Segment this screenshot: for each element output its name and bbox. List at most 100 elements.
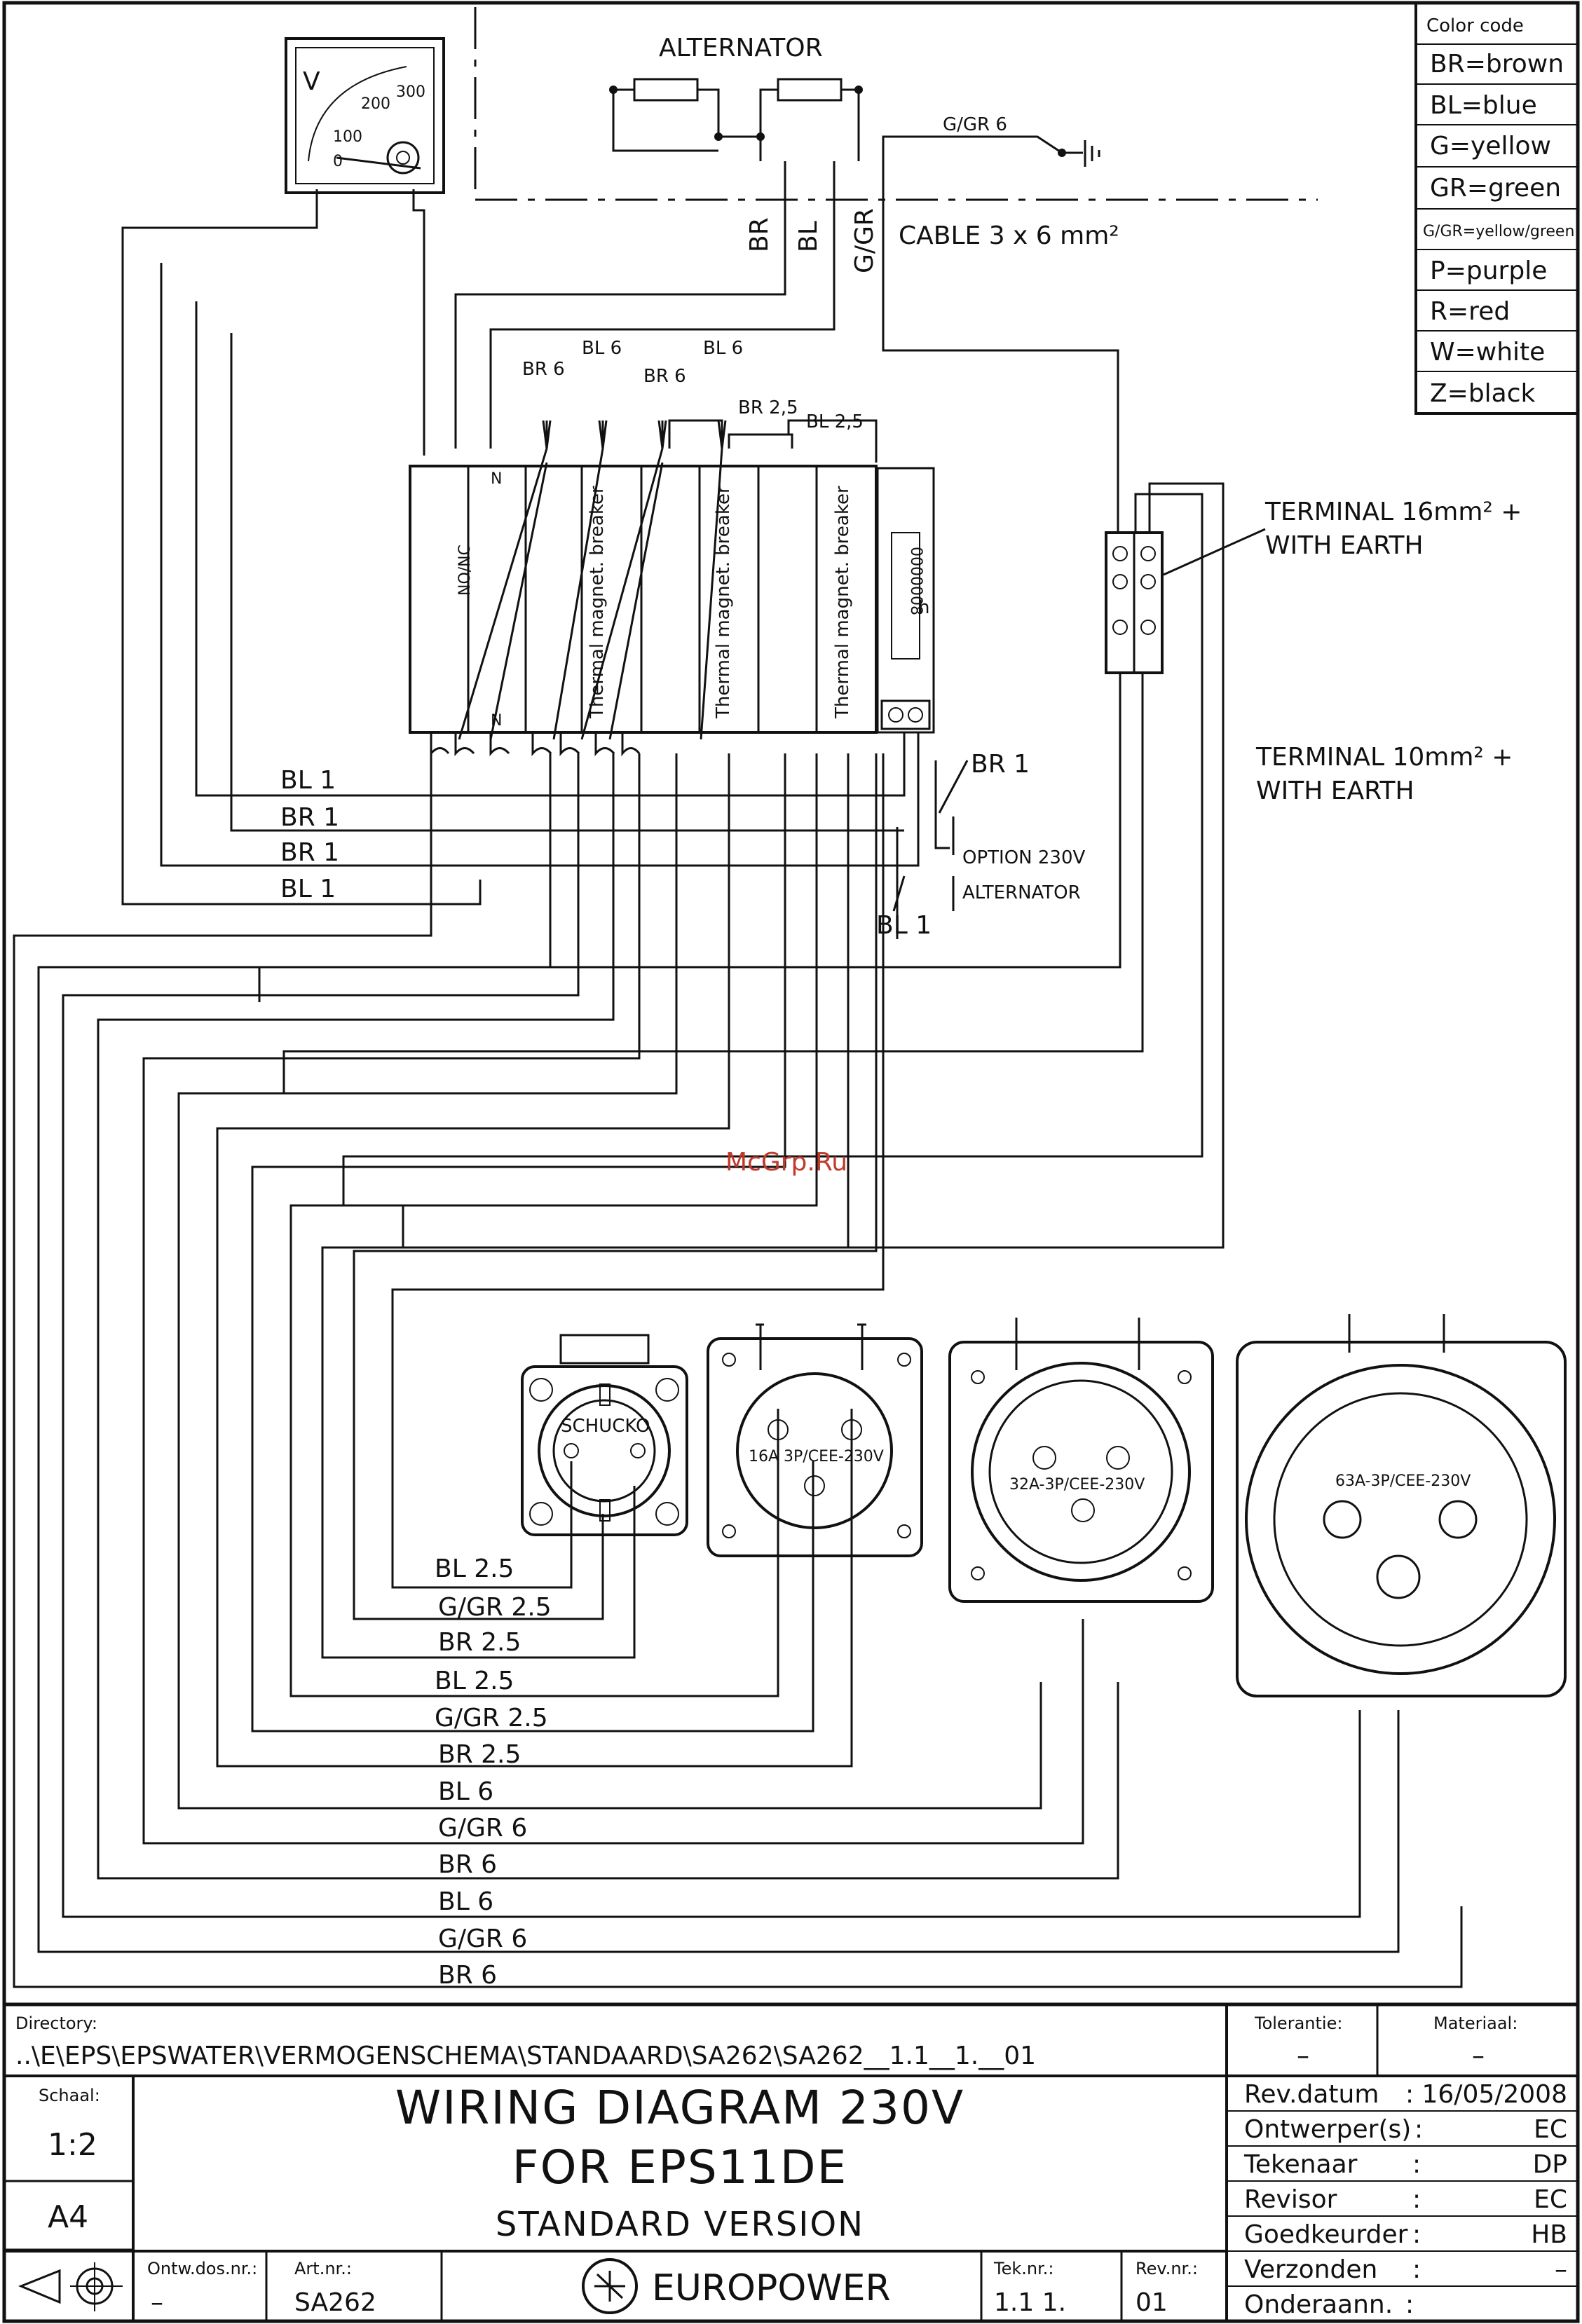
terminal-screw-icon: [888, 707, 903, 723]
voltmeter-scale-300: 300: [396, 83, 425, 101]
arrow-icon: [542, 420, 552, 449]
option-feed-wires: [896, 760, 950, 939]
wire-bl6-outer: [62, 753, 1361, 1918]
voltmeter-knob: [386, 141, 420, 175]
screw-icon: [529, 1378, 553, 1402]
ontw-label: Ontw.dos.nr.:: [147, 2259, 257, 2278]
terminal10-label-2: WITH EARTH: [1256, 777, 1414, 805]
pin-hole: [1032, 1446, 1056, 1470]
breaker-label-3: Thermal magnet. breaker: [832, 486, 853, 719]
left-wire-label-2: BR 1: [280, 803, 339, 832]
bottom-wire-label-3: BR 2.5: [438, 1628, 521, 1657]
screw-icon: [897, 1353, 911, 1367]
terminal-wire-3: [282, 673, 1144, 1093]
hour-counter-module: [876, 467, 935, 734]
node-dot: [854, 86, 863, 94]
projection-symbol-icon: [18, 2262, 123, 2311]
socket63-plate: [1236, 1341, 1567, 1697]
voltmeter-unit: V: [303, 67, 320, 96]
wire-voltmeter-bl1-outer: [121, 189, 482, 905]
ontw-value: –: [151, 2288, 163, 2317]
socket16-plate: [707, 1337, 923, 1557]
voltmeter-face: [295, 47, 435, 184]
rev-row-value: EC: [1534, 2185, 1567, 2214]
bottom-wire-label-12: BR 6: [438, 1961, 497, 1990]
socket-32a: 32A-3P/CEE-230V: [948, 1318, 1214, 1603]
color-code-entry: GR=green: [1430, 174, 1561, 203]
wire-bl-top: [489, 161, 836, 449]
terminal16-label-2: WITH EARTH: [1265, 531, 1424, 560]
socket32-label: 32A-3P/CEE-230V: [1009, 1476, 1145, 1493]
earth-wire-ggr6: [882, 135, 1083, 161]
breaker-top-feeds: [545, 421, 723, 449]
bottom-wire-label-10: BL 6: [438, 1887, 493, 1916]
n-label-top: N: [491, 470, 502, 488]
wire-bl25-a: [289, 753, 818, 1697]
color-code-entry: Z=black: [1430, 379, 1536, 408]
screw-icon: [1178, 1370, 1192, 1384]
terminal16-pointer: [1163, 528, 1266, 576]
screw-icon: [529, 1502, 553, 1526]
wire-ggr-top: [882, 161, 1119, 533]
schaal-label: Schaal:: [39, 2086, 100, 2105]
socket63-lid-hinge: [1348, 1314, 1445, 1353]
wire-ggr25-a: [251, 753, 814, 1732]
europower-logo-icon: [582, 2258, 638, 2314]
bottom-wire-label-8: G/GR 6: [438, 1814, 527, 1843]
voltmeter-scale-200: 200: [361, 95, 390, 113]
rev-label: Rev.nr.:: [1136, 2259, 1198, 2278]
rev-row-label: Revisor: [1244, 2185, 1337, 2214]
ggr6-label: G/GR 6: [943, 114, 1007, 135]
rev-row-value: –: [1555, 2255, 1567, 2284]
alternator-label: ALTERNATOR: [659, 34, 823, 62]
directory-value: ..\E\EPS\EPSWATER\VERMOGENSCHEMA\STANDAA…: [15, 2042, 1036, 2070]
schaal-value: 1:2: [48, 2127, 97, 2163]
rev-row-label: Onderaann.: [1244, 2290, 1393, 2319]
color-code-entry: R=red: [1430, 297, 1510, 326]
rev-row-label: Rev.datum: [1244, 2080, 1379, 2109]
tolerantie-label: Tolerantie:: [1254, 2014, 1342, 2033]
color-code-entry: BR=brown: [1430, 50, 1564, 78]
socket32-ring: [971, 1362, 1191, 1582]
color-code-entry: P=purple: [1430, 257, 1547, 285]
wire-br6-mid: [97, 753, 1119, 1880]
bl6-label-b: BL 6: [703, 338, 743, 359]
voltmeter-frame: [285, 37, 445, 194]
pin-hole: [768, 1419, 789, 1440]
node-dot: [756, 132, 765, 141]
art-label: Art.nr.:: [294, 2259, 352, 2278]
color-code-entry: G/GR=yellow/green: [1423, 223, 1574, 240]
terminal16-label-1: TERMINAL 16mm² +: [1264, 498, 1522, 526]
arrow-icon: [657, 420, 667, 449]
bl1-label: BL 1: [876, 911, 932, 940]
color-code-title: Color code: [1426, 15, 1524, 36]
hour-counter-terminals: [880, 699, 931, 730]
voltmeter-scale-0: 0: [333, 153, 343, 170]
terminal-screw-icon: [1140, 574, 1156, 589]
rev-row-sep: :: [1412, 2185, 1421, 2214]
bottom-wire-label-4: BL 2.5: [435, 1667, 514, 1695]
earth-clip: [599, 1383, 611, 1406]
rev-value: 01: [1136, 2288, 1168, 2317]
socket32-inner: [988, 1379, 1173, 1564]
option-label-2: ALTERNATOR: [962, 882, 1081, 903]
directory-label: Directory:: [15, 2014, 97, 2033]
wire-br1-a: [230, 333, 904, 832]
wire-br-top: [454, 161, 786, 449]
terminal-screw-icon: [1112, 620, 1128, 635]
node-dot: [609, 86, 618, 94]
terminal-screw-icon: [1140, 546, 1156, 561]
bottom-wire-label-9: BR 6: [438, 1850, 497, 1879]
screw-icon: [971, 1566, 985, 1580]
tek-value: 1.1 1.: [994, 2288, 1066, 2317]
terminal-screw-icon: [1112, 546, 1128, 561]
bottom-wire-label-5: G/GR 2.5: [435, 1704, 548, 1732]
schucko-plate: [521, 1365, 688, 1536]
screw-icon: [971, 1370, 985, 1384]
socket63-ring: [1245, 1364, 1556, 1675]
earth-pin-hole: [1071, 1498, 1095, 1522]
color-code-table: Color code BR=brown BL=blue G=yellow GR=…: [1414, 1, 1579, 415]
rev-row-sep: :: [1412, 2150, 1421, 2179]
rev-row-value: DP: [1533, 2150, 1567, 2179]
breaker-rail: [409, 465, 878, 734]
